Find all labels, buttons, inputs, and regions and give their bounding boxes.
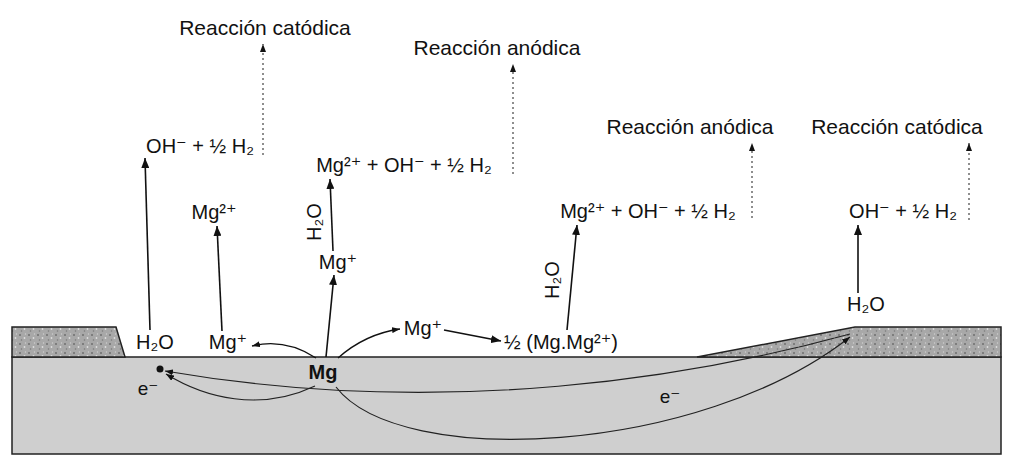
chemical-species: Mg²⁺ + OH⁻ + ½ H₂ — [316, 154, 492, 176]
reaction-name: Reacción catódica — [179, 16, 351, 39]
chemical-species: H₂O — [847, 293, 885, 315]
reaction-arrow — [338, 329, 400, 358]
reaction-arrow — [857, 225, 859, 293]
chemical-species: Mg⁺ — [319, 251, 357, 273]
chemical-species: Mg²⁺ — [192, 201, 237, 223]
metal-label: Mg — [309, 361, 338, 383]
reaction-name: Reacción anódica — [414, 36, 581, 59]
coating-left — [12, 327, 125, 357]
coating-right — [697, 327, 1001, 357]
dotted-pointer — [751, 143, 752, 218]
electron-path — [166, 374, 315, 400]
chemical-species: Mg⁺ — [209, 331, 247, 353]
electron-dot — [157, 366, 164, 373]
reaction-arrow — [444, 330, 501, 341]
chemical-species: H₂O — [303, 203, 325, 241]
electron-label: e⁻ — [660, 387, 681, 408]
dotted-pointer — [512, 64, 513, 174]
chemical-species: ½ (Mg.Mg²⁺) — [504, 331, 618, 353]
chemical-species: OH⁻ + ½ H₂ — [146, 135, 254, 157]
dotted-pointer — [968, 143, 969, 220]
dotted-pointer — [262, 44, 263, 155]
chemical-species: OH⁻ + ½ H₂ — [849, 200, 957, 222]
chemical-species: H₂O — [136, 331, 174, 353]
reaction-name: Reacción anódica — [607, 115, 774, 138]
electron-label: e⁻ — [138, 379, 159, 400]
reaction-arrow — [252, 344, 316, 358]
chemical-species: Mg²⁺ + OH⁻ + ½ H₂ — [560, 200, 736, 222]
reaction-arrow — [567, 225, 577, 330]
reaction-name: Reacción catódica — [811, 115, 983, 138]
reaction-arrow — [217, 226, 222, 331]
chemical-species: H₂O — [541, 261, 563, 299]
reaction-arrow — [330, 179, 333, 251]
reaction-arrow — [326, 275, 334, 357]
chemical-species: Mg⁺ — [404, 317, 442, 339]
reaction-arrow — [145, 158, 150, 330]
